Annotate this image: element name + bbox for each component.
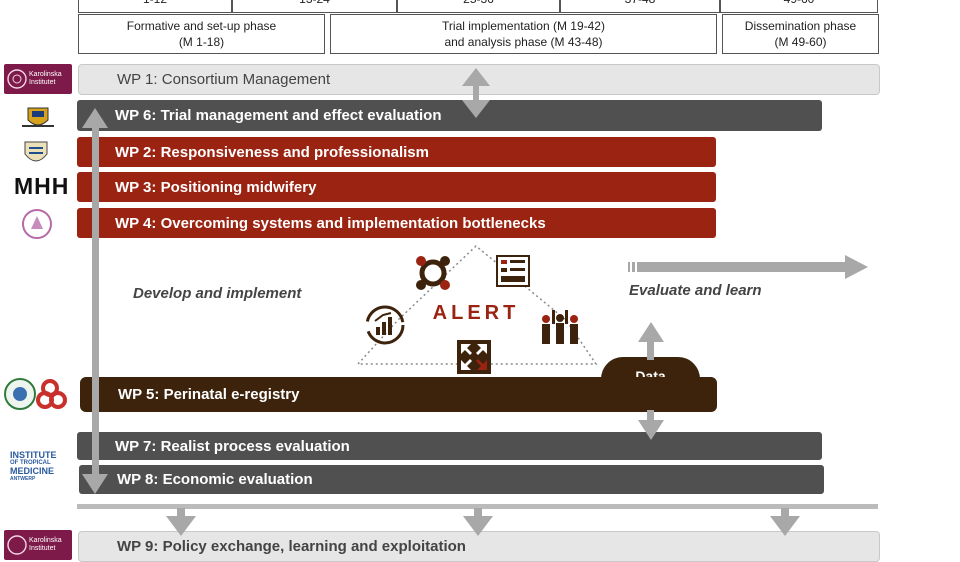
alert-title: ALERT [433,302,520,324]
timeline-month-37-48: 37-48 [560,0,720,13]
mbarara-crest-logo [22,138,50,168]
team-checklist-icon [496,255,530,287]
cermud-logo [20,207,54,241]
data-down-arrow [638,410,664,440]
diagram-arrows-layer: ALERT [82,68,868,536]
phase-formative: Formative and set-up phase (M 1-18) [78,14,325,54]
itm-logo: INSTITUTE OF TROPICAL MEDICINE ANTWERP [10,451,72,485]
wp1-label: WP 1: Consortium Management [117,71,331,88]
wp4-label: WP 4: Overcoming systems and implementat… [115,214,546,232]
timeline-month-49-60: 49-60 [720,0,878,13]
evaluate-learn-text: Evaluate and learn [629,282,762,299]
wp6-bar: WP 6: Trial management and effect evalua… [77,100,822,131]
timeline-month-1-12: 1-12 [78,0,232,13]
bottom-down-arrow-2 [463,508,493,536]
evaluate-learn-label: Evaluate and learn [629,282,829,299]
mhh-logo: MHH [14,173,70,203]
converging-arrows-icon [457,340,491,374]
wp3-label: WP 3: Positioning midwifery [115,178,317,196]
registry-partner-logos [2,375,74,413]
itm-logo-line4: ANTWERP [10,476,36,482]
wp4-bar: WP 4: Overcoming systems and implementat… [77,208,716,238]
wp2-label: WP 2: Responsiveness and professionalism [115,143,429,161]
growth-cycle-icon [365,305,405,345]
wp8-label: WP 8: Economic evaluation [117,471,313,488]
data-up-arrow [638,322,664,360]
karolinska-logo-text: Karolinska Institutet [29,537,62,552]
mhh-logo-text: MHH [14,173,70,199]
develop-implement-label: Develop and implement [133,285,333,302]
bottom-down-arrow-1 [166,508,196,536]
itm-logo-line3: MEDICINE [10,466,55,476]
wp3-bar: WP 3: Positioning midwifery [77,172,716,202]
people-raised-hands-icon [542,310,578,344]
wp8-bar: WP 8: Economic evaluation [79,465,824,494]
shield-icon [24,141,48,162]
phase-trial: Trial implementation (M 19-42) and analy… [330,14,717,54]
cermud-emblem-icon [22,209,52,239]
dissemination-separator [77,504,878,509]
wp5-label: WP 5: Perinatal e-registry [118,386,300,403]
phase-dissemination: Dissemination phase (M 49-60) [722,14,879,54]
karolinska-logo: Karolinska Institutet [4,64,72,94]
timeline-month-25-36: 25-36 [397,0,560,13]
crest-icon [22,107,54,127]
community-ring-icon [416,256,450,290]
itm-logo-line2: OF TROPICAL [10,460,51,466]
develop-implement-text: Develop and implement [133,285,302,302]
wp1-wp6-double-arrow [462,68,490,118]
makerere-crest-logo [20,102,56,132]
wp7-bar: WP 7: Realist process evaluation [77,432,822,460]
wp7-label: WP 7: Realist process evaluation [115,437,350,455]
wp5-bar: WP 5: Perinatal e-registry [80,377,717,412]
itm-logo-line1: INSTITUTE [10,450,57,460]
evaluate-right-arrow [628,255,868,279]
partner-emblems-icon [4,378,67,410]
bottom-down-arrow-3 [770,508,800,536]
karolinska-seal-icon [7,69,27,89]
karolinska-logo-text: Karolinska Institutet [29,71,62,86]
vertical-double-arrow [82,108,108,494]
wp2-bar: WP 2: Responsiveness and professionalism [77,137,716,167]
timeline-month-13-24: 13-24 [232,0,397,13]
wp6-label: WP 6: Trial management and effect evalua… [115,107,442,124]
